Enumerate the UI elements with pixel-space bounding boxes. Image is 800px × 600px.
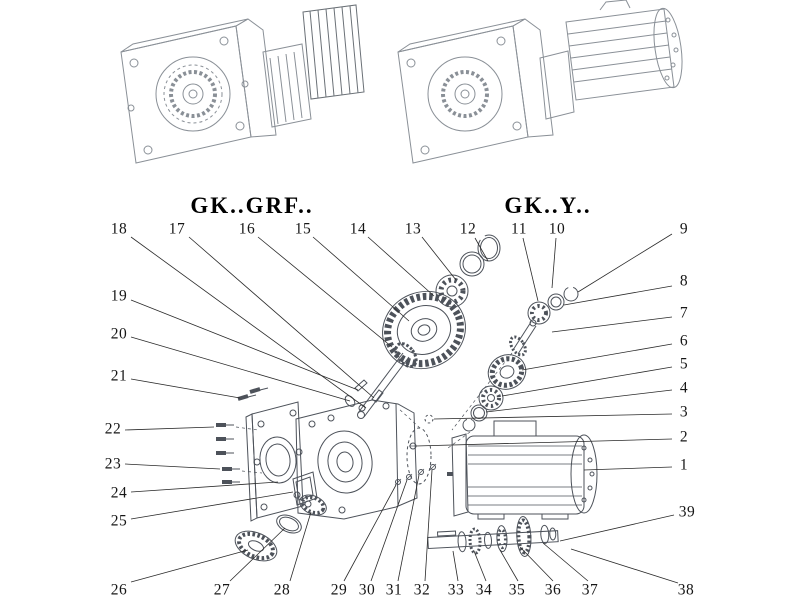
part-number-16: 16 bbox=[238, 220, 256, 238]
part-number-10: 10 bbox=[548, 220, 566, 238]
output-shaft-assembly bbox=[427, 516, 559, 557]
part-number-20: 20 bbox=[110, 325, 128, 343]
part-number-30: 30 bbox=[358, 581, 376, 599]
exploded-parts bbox=[216, 234, 598, 562]
part-number-6: 6 bbox=[679, 332, 689, 350]
part-number-8: 8 bbox=[679, 272, 689, 290]
part-number-21: 21 bbox=[110, 367, 128, 385]
part-number-12: 12 bbox=[459, 220, 477, 238]
part-number-38: 38 bbox=[677, 581, 695, 599]
part-number-39: 39 bbox=[678, 503, 696, 521]
model-label-gk-y: GK..Y.. bbox=[504, 193, 592, 218]
part-number-19: 19 bbox=[110, 287, 128, 305]
part-number-15: 15 bbox=[294, 220, 312, 238]
part-number-11: 11 bbox=[511, 220, 527, 238]
part-number-29: 29 bbox=[330, 581, 348, 599]
gear-housing bbox=[295, 399, 437, 520]
part-number-23: 23 bbox=[104, 455, 122, 473]
part-number-22: 22 bbox=[104, 420, 122, 438]
part-number-36: 36 bbox=[544, 581, 562, 599]
part-number-9: 9 bbox=[679, 220, 689, 238]
part-number-37: 37 bbox=[581, 581, 599, 599]
gearbox-drawing-y bbox=[397, 0, 683, 164]
part-number-18: 18 bbox=[110, 220, 128, 238]
part-number-34: 34 bbox=[475, 581, 493, 599]
gearbox-drawing-grf bbox=[120, 4, 365, 164]
part-number-4: 4 bbox=[679, 379, 689, 397]
part-number-35: 35 bbox=[508, 581, 526, 599]
part-number-5: 5 bbox=[679, 355, 689, 373]
part-number-24: 24 bbox=[110, 484, 128, 502]
electric-motor bbox=[447, 420, 598, 520]
part-number-26: 26 bbox=[110, 581, 128, 599]
model-label-gk-grf: GK..GRF.. bbox=[190, 193, 314, 218]
flange-bolts bbox=[216, 387, 269, 484]
part-number-7: 7 bbox=[679, 304, 689, 322]
part-number-13: 13 bbox=[404, 220, 422, 238]
part-number-17: 17 bbox=[168, 220, 186, 238]
part-number-2: 2 bbox=[679, 428, 689, 446]
bevel-gear-set bbox=[234, 494, 327, 562]
part-number-31: 31 bbox=[385, 581, 403, 599]
part-number-32: 32 bbox=[413, 581, 431, 599]
part-number-33: 33 bbox=[447, 581, 465, 599]
part-number-3: 3 bbox=[679, 403, 689, 421]
part-number-25: 25 bbox=[110, 512, 128, 530]
part-number-28: 28 bbox=[273, 581, 291, 599]
part-number-27: 27 bbox=[213, 581, 231, 599]
large-gear bbox=[382, 290, 466, 370]
input-shaft bbox=[344, 342, 418, 419]
part-number-1: 1 bbox=[679, 456, 689, 474]
part-number-14: 14 bbox=[349, 220, 367, 238]
